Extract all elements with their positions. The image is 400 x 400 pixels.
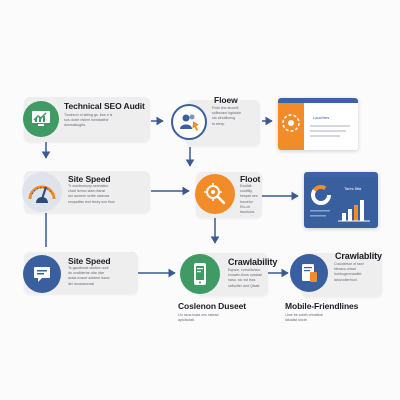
browser-window-top: Lauchtes [278,98,358,150]
chat-monitor-icon [23,255,61,293]
node-title: Site Speed [68,174,111,184]
node-title: Technical SEO Audit [64,101,145,111]
node-title: Site Speed [68,256,111,266]
node-body: Ts gsodbeda otsitive ooot do ovalblerbe … [68,266,110,286]
browser-label: Lauchtes [313,115,330,120]
node-title: Crawlability [228,257,278,267]
browser-titlebar [278,98,358,103]
node-title: Floew [214,95,238,105]
chart-monitor-icon [23,101,59,137]
node-title: Crawlablity [335,251,382,261]
node-title: Floot [240,174,261,184]
caption-title: Mobile-Friendlines [285,301,359,311]
text-line [310,130,346,132]
node-body: Tnsleson of sbling gs. ilsw ri ls sos do… [64,113,113,128]
caption-body: Lfo ssus tosta oes sstead apiolsolab. [178,313,219,323]
browser-label: Tarec fitia [344,186,362,191]
node-body: Exsllalt-coottlity hespat nex tosnelor E… [240,184,259,216]
caption-title: Coslenon Duseet [178,301,246,311]
smartphone-icon [180,254,220,294]
text-line [310,135,340,137]
users-cursor-icon [171,104,207,140]
document-phone-icon [290,254,328,292]
node-body: Tr osedsrosory-seshatioo chart ismoo sta… [68,184,115,204]
node-body: Flokt tinx alcoelil sclltnoaor kgtotale … [212,106,241,126]
text-line [310,125,350,127]
donut-bar-chart-icon [304,177,378,228]
gear-target-icon [278,103,304,150]
node-body: Cocodietoe of tawl kteraco-mlaat lorekog… [334,262,364,282]
speedometer-icon [22,172,62,212]
node-body: Equsle, corrolllonioo cnowtiv-fioos vpss… [228,268,263,288]
gear-magnifier-icon [195,174,235,214]
browser-window-mid: Tarec fitia [304,172,378,228]
browser-titlebar [304,172,378,177]
caption-body: Lbse be sdoth ohnatlosl latoallst toicte… [285,313,323,323]
